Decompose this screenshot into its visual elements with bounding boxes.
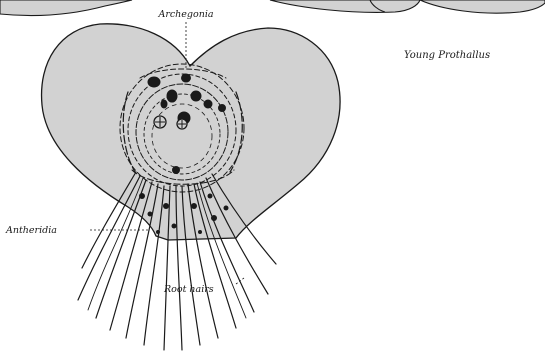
label-root-hairs: Root hairs [163, 284, 214, 295]
label-antheridia: Antheridia [5, 225, 57, 236]
adjacent-prothallus-edge [0, 0, 545, 16]
label-archegonia: Archegonia [157, 9, 213, 20]
label-young-prothallus: Young Prothallus [404, 50, 490, 61]
